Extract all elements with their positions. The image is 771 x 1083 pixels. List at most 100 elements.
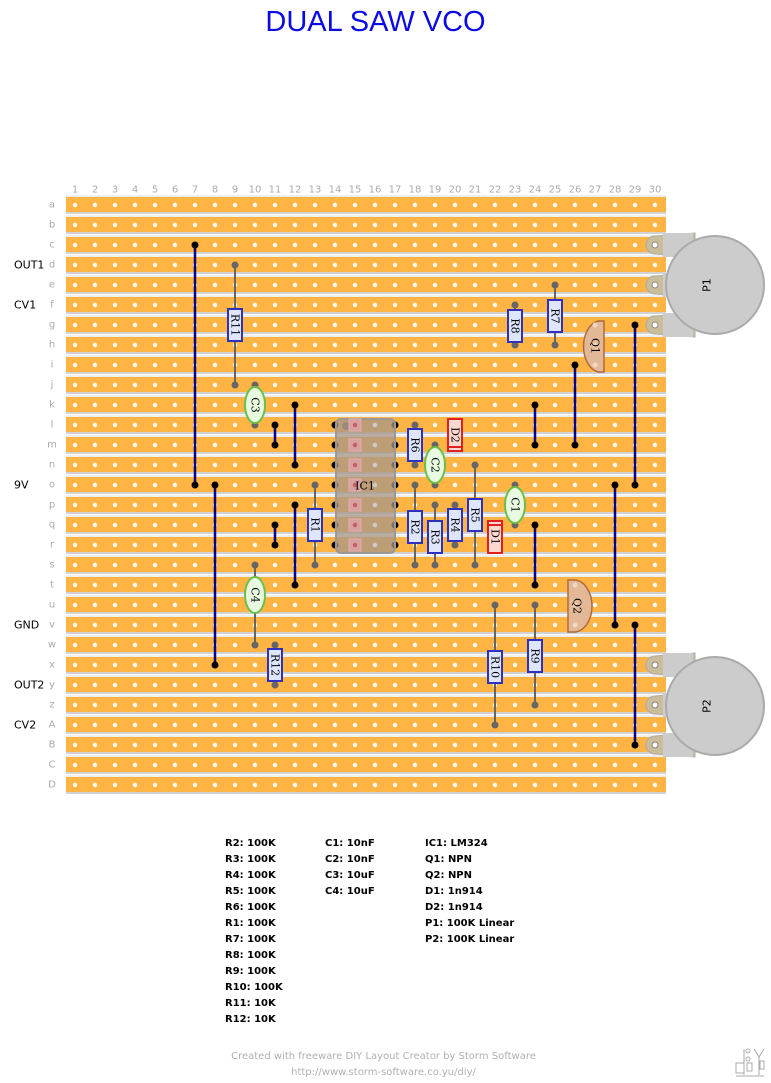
hole xyxy=(372,682,378,688)
hole xyxy=(332,702,338,708)
wire-end xyxy=(531,521,539,529)
hole xyxy=(232,242,238,248)
hole xyxy=(592,562,598,568)
hole xyxy=(212,382,218,388)
hole xyxy=(192,642,198,648)
hole xyxy=(72,642,78,648)
hole xyxy=(512,702,518,708)
hole xyxy=(552,582,558,588)
pot-label: P1 xyxy=(701,278,714,292)
hole xyxy=(252,302,258,308)
hole xyxy=(72,402,78,408)
hole xyxy=(472,402,478,408)
hole xyxy=(592,742,598,748)
hole xyxy=(272,502,278,508)
component-label: R10 xyxy=(489,656,502,678)
column-label: 17 xyxy=(389,185,402,196)
hole xyxy=(472,382,478,388)
lead-end xyxy=(411,421,419,429)
hole xyxy=(232,662,238,668)
bom-item: R5: 100K xyxy=(225,886,276,897)
bom-item: IC1: LM324 xyxy=(425,838,488,849)
row-label: t xyxy=(50,580,54,591)
hole xyxy=(252,462,258,468)
hole xyxy=(92,382,98,388)
hole xyxy=(172,682,178,688)
hole xyxy=(432,642,438,648)
hole xyxy=(292,322,298,328)
hole xyxy=(432,282,438,288)
hole xyxy=(92,202,98,208)
hole xyxy=(112,382,118,388)
hole xyxy=(632,782,638,788)
hole xyxy=(552,402,558,408)
hole xyxy=(612,342,618,348)
hole xyxy=(452,282,458,288)
hole xyxy=(72,422,78,428)
hole xyxy=(172,302,178,308)
bom-item: R9: 100K xyxy=(225,966,276,977)
hole xyxy=(652,222,658,228)
hole xyxy=(372,602,378,608)
hole xyxy=(152,482,158,488)
hole xyxy=(112,342,118,348)
hole xyxy=(652,782,658,788)
component-label: Q2 xyxy=(571,598,584,614)
hole xyxy=(232,582,238,588)
pot-pin xyxy=(651,241,659,249)
hole xyxy=(292,622,298,628)
wire-end xyxy=(291,501,299,509)
ic-pad-hole xyxy=(352,462,358,468)
hole xyxy=(252,242,258,248)
hole xyxy=(152,342,158,348)
lead-end xyxy=(411,481,419,489)
hole xyxy=(392,762,398,768)
hole xyxy=(272,622,278,628)
hole xyxy=(312,722,318,728)
bom-item: Q2: NPN xyxy=(425,870,473,881)
resistor-r9 xyxy=(527,639,543,673)
hole xyxy=(452,262,458,268)
footer-url[interactable]: http://www.storm-software.co.yu/diy/ xyxy=(291,1067,476,1078)
column-label: 28 xyxy=(609,185,622,196)
hole xyxy=(92,642,98,648)
hole xyxy=(172,562,178,568)
hole xyxy=(152,402,158,408)
hole xyxy=(252,262,258,268)
lead-end xyxy=(491,601,499,609)
row-label: l xyxy=(51,420,54,431)
hole xyxy=(472,682,478,688)
hole xyxy=(272,202,278,208)
hole xyxy=(412,242,418,248)
hole xyxy=(352,242,358,248)
column-label: 10 xyxy=(249,185,262,196)
hole xyxy=(592,282,598,288)
hole xyxy=(172,282,178,288)
hole xyxy=(532,302,538,308)
hole xyxy=(72,342,78,348)
pot-label: P2 xyxy=(701,699,714,713)
hole xyxy=(232,642,238,648)
hole xyxy=(492,202,498,208)
transistor-pin xyxy=(572,602,578,608)
hole xyxy=(352,762,358,768)
hole xyxy=(652,302,658,308)
footer-credit: Created with freeware DIY Layout Creator… xyxy=(231,1051,536,1062)
hole xyxy=(272,582,278,588)
hole xyxy=(452,622,458,628)
hole xyxy=(592,782,598,788)
hole xyxy=(512,442,518,448)
hole xyxy=(392,622,398,628)
hole xyxy=(372,262,378,268)
hole xyxy=(532,722,538,728)
hole xyxy=(272,482,278,488)
hole xyxy=(332,602,338,608)
hole xyxy=(92,722,98,728)
hole xyxy=(592,222,598,228)
hole xyxy=(432,302,438,308)
hole xyxy=(412,682,418,688)
wire-end xyxy=(291,581,299,589)
hole xyxy=(232,762,238,768)
hole xyxy=(132,322,138,328)
hole xyxy=(452,682,458,688)
